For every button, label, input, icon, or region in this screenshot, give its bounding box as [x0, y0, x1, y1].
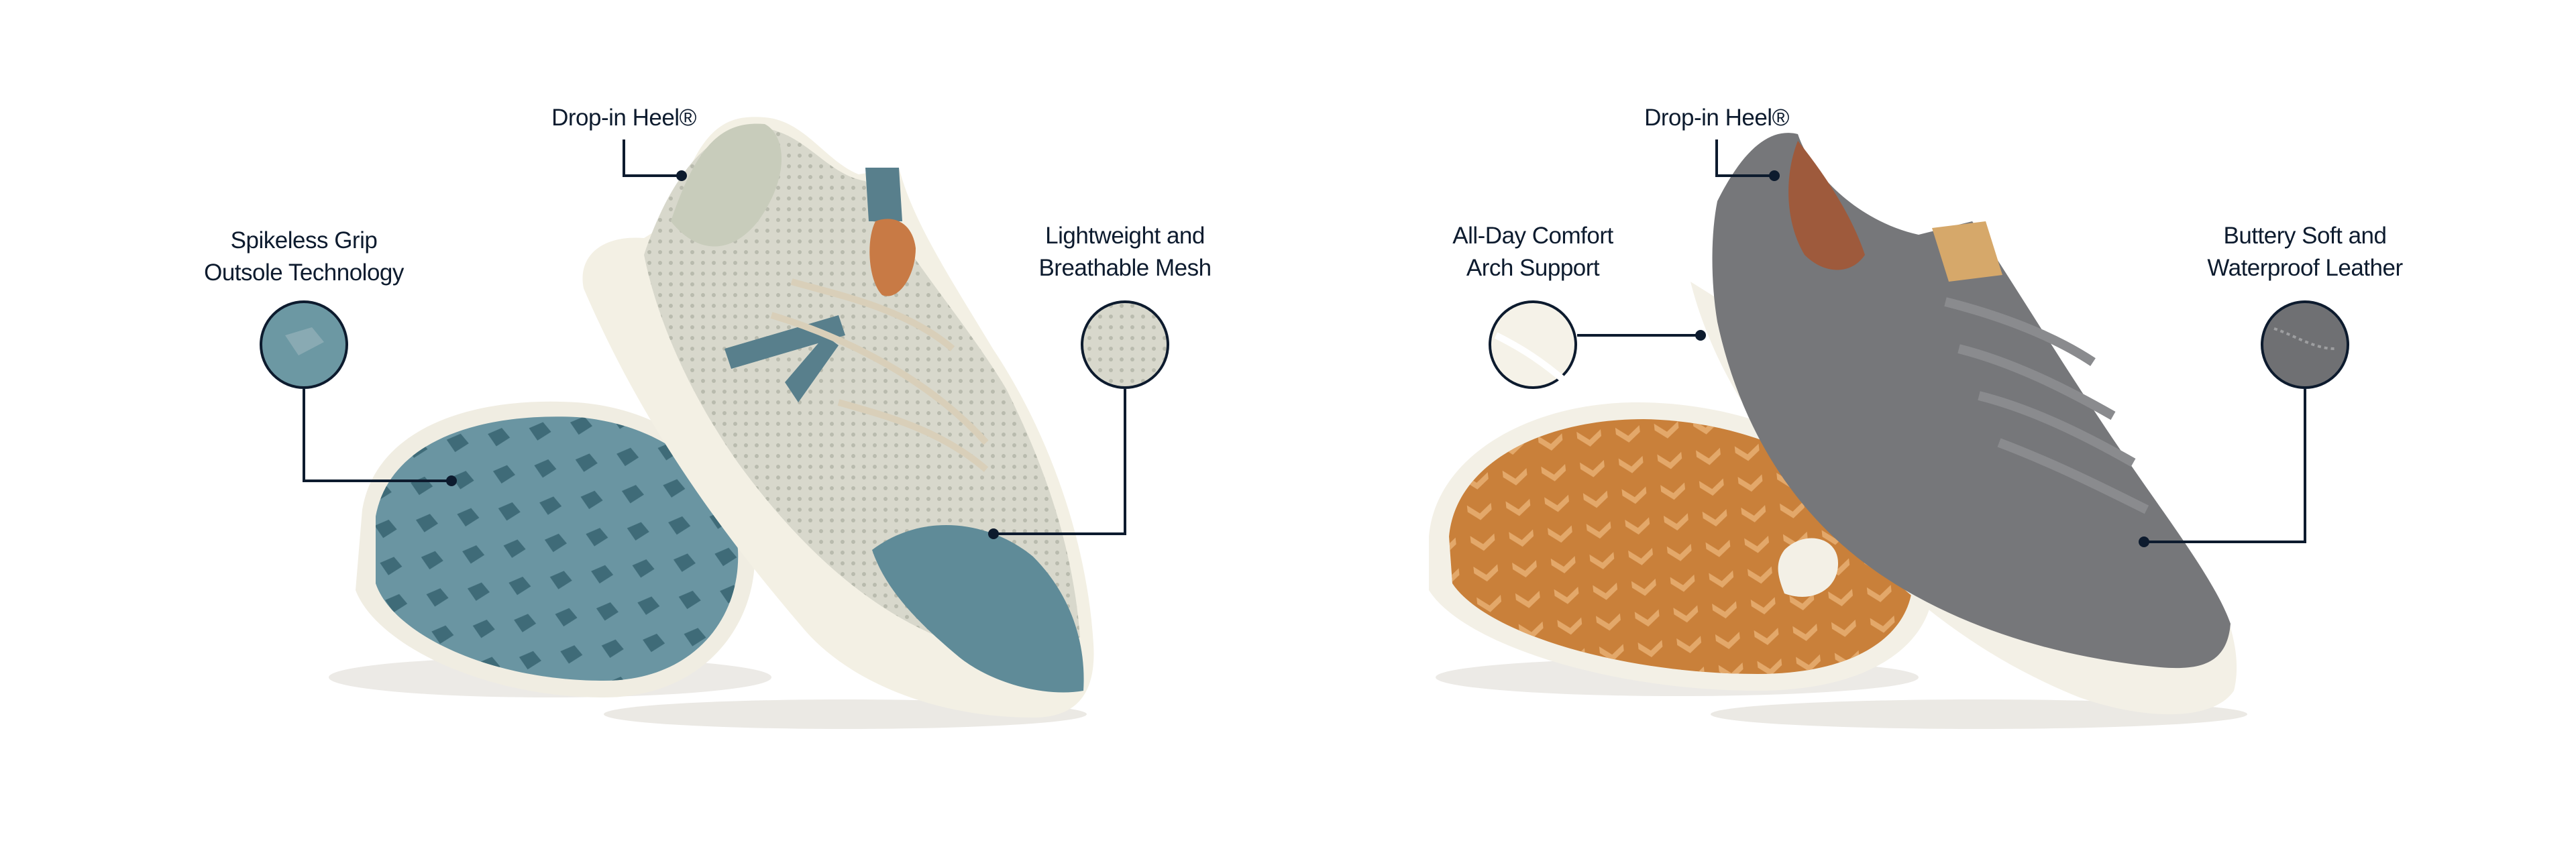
callout-lines: [303, 139, 2306, 543]
left-shoe-upper: [582, 117, 1094, 729]
right-shoe-upper: [1690, 133, 2247, 729]
callout-left-drop-in-heel: Drop-in Heel®: [551, 102, 696, 134]
detail-circle-midsole: [1489, 300, 1577, 389]
callout-text: Lightweight and: [1045, 223, 1205, 249]
callout-text: Breathable Mesh: [1038, 255, 1212, 281]
callout-text: Buttery Soft and: [2223, 223, 2387, 249]
detail-circle-leather: [2261, 300, 2349, 389]
left-shoe-outsole: [329, 401, 771, 697]
callout-spikeless-grip: Spikeless Grip Outsole Technology: [204, 225, 404, 289]
callout-text: Drop-in Heel®: [551, 105, 696, 131]
callout-waterproof-leather: Buttery Soft and Waterproof Leather: [2207, 220, 2403, 284]
callout-text: All-Day Comfort: [1452, 223, 1613, 249]
leader-line-mesh: [994, 389, 1126, 535]
detail-circle-mesh: [1081, 300, 1169, 389]
callout-text: Waterproof Leather: [2207, 255, 2403, 281]
leader-line-right-heel: [1715, 139, 1774, 177]
callout-text: Drop-in Heel®: [1644, 105, 1789, 131]
leader-line-spikeless: [303, 389, 451, 482]
callout-text: Spikeless Grip: [230, 227, 378, 253]
right-shoe-outsole: [1429, 402, 1934, 696]
callout-dots: [446, 170, 2149, 547]
callout-right-drop-in-heel: Drop-in Heel®: [1644, 102, 1789, 134]
callout-breathable-mesh: Lightweight and Breathable Mesh: [1038, 220, 1212, 284]
leader-line-left-heel: [623, 139, 682, 177]
callout-arch-support: All-Day Comfort Arch Support: [1452, 220, 1613, 284]
leader-line-leather: [2144, 389, 2306, 543]
callout-text: Arch Support: [1466, 255, 1600, 281]
callout-text: Outsole Technology: [204, 260, 404, 286]
detail-circle-outsole-lug: [260, 300, 348, 389]
